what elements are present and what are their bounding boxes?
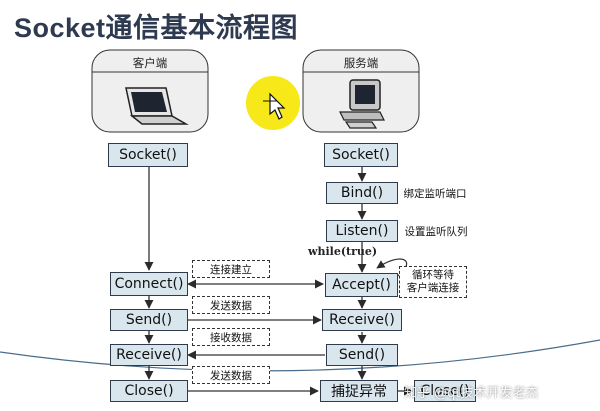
accept-note-line2: 客户端连接: [406, 282, 460, 294]
client-socket-box: Socket(): [108, 143, 188, 167]
client-send-box: Send(): [110, 309, 188, 331]
diagram-title: Socket通信基本流程图: [14, 13, 299, 43]
client-group-label: 客户端: [132, 56, 168, 70]
server-socket-box: Socket(): [324, 143, 398, 167]
accept-note-line1: 循环等待: [412, 269, 454, 281]
receive-note: 接收数据: [192, 328, 270, 346]
watermark: 知乎 @qt技术开发老杰: [404, 386, 539, 401]
server-bind-box: Bind(): [326, 182, 398, 204]
server-catch-box: 捕捉异常: [320, 380, 398, 402]
bind-note: 绑定监听端口: [403, 187, 467, 200]
while-label: while(true): [308, 245, 378, 258]
server-receive-box: Receive(): [322, 309, 402, 331]
client-receive-box: Receive(): [110, 344, 188, 366]
cursor-icon: [263, 92, 286, 120]
accept-note: 循环等待 客户端连接: [399, 266, 467, 298]
desktop-icon: [339, 79, 385, 129]
send-note: 发送数据: [192, 296, 270, 314]
server-group-label: 服务端: [343, 56, 379, 70]
server-close-box: Close(): [414, 380, 476, 402]
close-note: 发送数据: [192, 366, 270, 384]
client-connect-box: Connect(): [110, 272, 188, 296]
client-close-box: Close(): [110, 380, 188, 402]
server-accept-box: Accept(): [325, 273, 398, 297]
laptop-icon: [125, 87, 189, 125]
background-curve: [0, 339, 600, 372]
connect-note: 连接建立: [192, 260, 270, 278]
listen-note: 设置监听队列: [404, 225, 468, 238]
server-send-box: Send(): [326, 344, 398, 366]
server-listen-box: Listen(): [326, 220, 398, 242]
